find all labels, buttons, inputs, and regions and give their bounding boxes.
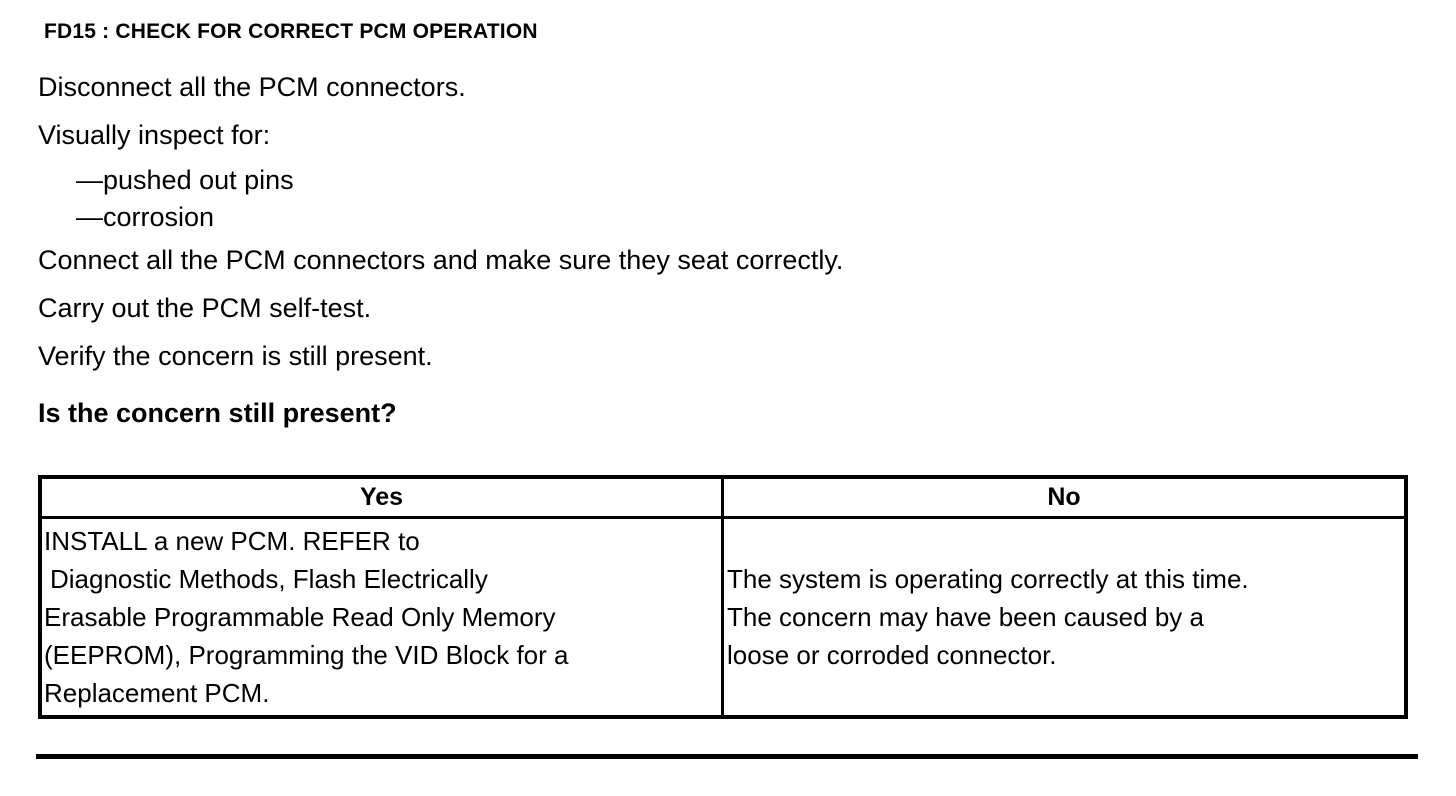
no-action-text: The system is operating correctly at thi…	[724, 560, 1404, 674]
column-header-no-label: No	[1047, 483, 1081, 511]
procedure-step: Visually inspect for:	[38, 120, 271, 150]
table-row: INSTALL a new PCM. REFER to Diagnostic M…	[42, 519, 1404, 715]
yes-action-text: INSTALL a new PCM. REFER to Diagnostic M…	[42, 519, 721, 715]
page-title: FD15 : CHECK FOR CORRECT PCM OPERATION	[44, 20, 538, 43]
table-cell-no-action: The system is operating correctly at thi…	[721, 519, 1404, 715]
yes-action-line: Erasable Programmable Read Only Memory	[44, 602, 556, 632]
procedure-step: Carry out the PCM self-test.	[38, 293, 372, 323]
yes-action-line: (EEPROM), Programming the VID Block for …	[44, 640, 569, 670]
yes-action-line: INSTALL a new PCM. REFER to	[44, 526, 420, 556]
procedure-step-list: Disconnect all the PCM connectors. Visua…	[38, 63, 1418, 437]
yes-action-line: Diagnostic Methods, Flash Electrically	[50, 564, 488, 594]
table-header-cell-yes: Yes	[42, 479, 721, 516]
table-header-cell-no: No	[721, 479, 1404, 516]
decision-question: Is the concern still present?	[38, 398, 397, 428]
procedure-step: Verify the concern is still present.	[38, 341, 433, 371]
procedure-sub-item: —corrosion	[76, 202, 215, 232]
page-footer-rule	[36, 754, 1418, 759]
decision-table: Yes No INSTALL a new PCM. REFER to Diagn…	[38, 475, 1408, 719]
yes-action-line: Replacement PCM.	[44, 678, 270, 708]
column-header-yes-label: Yes	[359, 483, 404, 511]
no-action-line: The concern may have been caused by a	[727, 602, 1204, 632]
no-action-line: loose or corroded connector.	[727, 640, 1057, 670]
no-action-line: The system is operating correctly at thi…	[727, 564, 1249, 594]
table-cell-yes-action: INSTALL a new PCM. REFER to Diagnostic M…	[42, 519, 721, 715]
procedure-sub-item: —pushed out pins	[76, 165, 294, 195]
procedure-step: Disconnect all the PCM connectors.	[38, 72, 466, 102]
table-header-row: Yes No	[42, 479, 1404, 519]
procedure-step: Connect all the PCM connectors and make …	[38, 245, 844, 275]
